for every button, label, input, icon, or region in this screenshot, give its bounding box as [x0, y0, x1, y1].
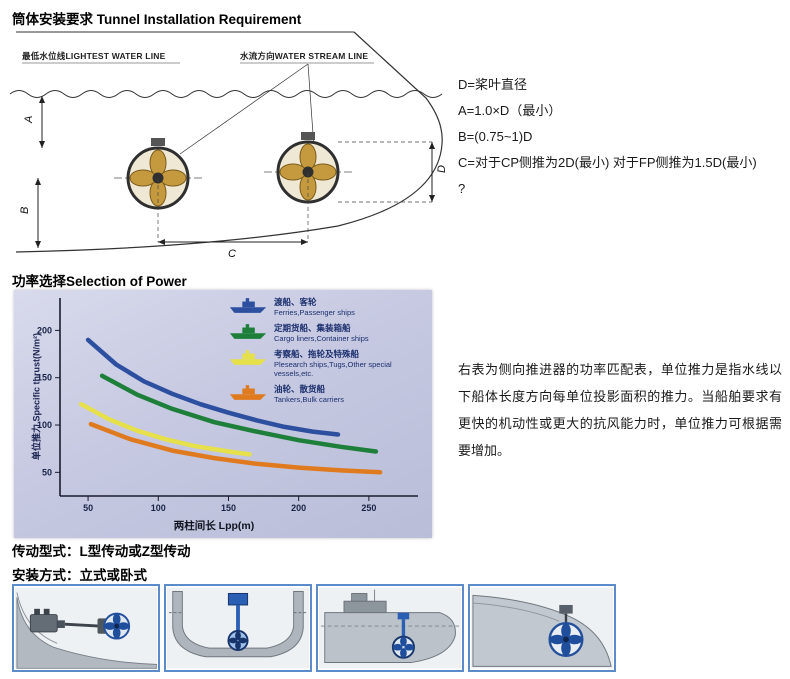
install-thumbnail-3 [316, 584, 464, 672]
dim-label-c: C [228, 248, 236, 260]
legend-label-cn: 油轮、散货船 [274, 384, 326, 395]
section-title-power: 功率选择Selection of Power [12, 274, 187, 289]
legend-label-en: Cargo liners,Container ships [274, 333, 369, 343]
svg-text:200: 200 [37, 325, 52, 335]
svg-text:50: 50 [42, 467, 52, 477]
water-line-wave [9, 90, 443, 98]
svg-text:200: 200 [291, 503, 306, 513]
note-b: B=(0.75~1)D [458, 129, 533, 144]
ship-icon [229, 323, 267, 339]
install-image-vertical-hold-icon [167, 587, 309, 669]
svg-text:150: 150 [221, 503, 236, 513]
tunnel-installation-diagram: 最低水位线LIGHTEST WATER LINE 水流方向WATER STREA… [8, 26, 456, 264]
chart-y-axis-label: 单位推力 Specific thrust(N/m²) [31, 333, 42, 461]
install-thumbnail-2 [164, 584, 312, 672]
hull-outline [15, 31, 443, 253]
svg-text:150: 150 [37, 373, 52, 383]
tunnel-thruster-right [276, 132, 340, 204]
install-image-ship-vertical-icon [319, 587, 461, 669]
tunnel-thruster-left [126, 138, 190, 210]
install-image-horizontal-engine-icon [15, 587, 157, 669]
ship-icon [229, 298, 267, 313]
power-selection-chart: 50 100 150 200 50 100 150 200 250 单位推力 Specific … [14, 290, 432, 538]
legend-label-en: Ferries,Passenger ships [274, 308, 355, 318]
svg-text:100: 100 [151, 503, 166, 513]
install-thumbnail-1 [12, 584, 160, 672]
svg-text:250: 250 [361, 503, 376, 513]
note-question: ? [458, 181, 466, 196]
note-c: C=对于CP侧推为2D(最小) 对于FP侧推为1.5D(最小) [458, 155, 757, 170]
note-a: A=1.0×D（最小） [458, 103, 562, 118]
drive-type-line: 传动型式：L型传动或Z型传动 [12, 544, 191, 559]
legend-label-cn: 定期货船、集装箱船 [274, 322, 351, 333]
note-d: D=桨叶直径 [458, 77, 527, 92]
chart-plot-area: 50 100 150 200 50 100 150 200 250 [37, 298, 418, 513]
install-thumbnail-4 [468, 584, 616, 672]
dim-label-d: D [436, 165, 448, 173]
lightest-water-line-label: 最低水位线LIGHTEST WATER LINE [22, 51, 166, 61]
ship-icon [229, 349, 267, 365]
dim-label-a: A [23, 116, 35, 124]
chart-x-axis-label: 两柱间长 Lpp(m) [173, 520, 255, 532]
section-title-installation: 筒体安装要求 Tunnel Installation Requirement [12, 12, 302, 27]
dimension-notes: D=桨叶直径 A=1.0×D（最小） B=(0.75~1)D C=对于CP侧推为… [458, 72, 784, 202]
ship-icon [229, 385, 267, 401]
svg-text:100: 100 [37, 420, 52, 430]
legend-label-en: Plesearch ships,Tugs,Other special vesse… [274, 359, 392, 379]
power-description-paragraph: 右表为侧向推进器的功率匹配表，单位推力是指水线以下船体长度方向每单位投影面积的推… [458, 362, 782, 458]
hull-diagram: 最低水位线LIGHTEST WATER LINE 水流方向WATER STREA… [9, 31, 448, 260]
dim-label-b: B [19, 207, 31, 214]
legend-label-en: Tankers,Bulk carriers [274, 395, 345, 405]
mount-type-line: 安装方式：立式或卧式 [12, 568, 147, 583]
install-image-tunnel-closeup-icon [471, 587, 613, 669]
water-stream-line-label: 水流方向WATER STREAM LINE [239, 51, 368, 61]
legend-label-cn: 渡船、客轮 [274, 297, 317, 307]
svg-text:50: 50 [83, 503, 93, 513]
legend-label-cn: 考察船、拖轮及特殊船 [274, 348, 360, 359]
